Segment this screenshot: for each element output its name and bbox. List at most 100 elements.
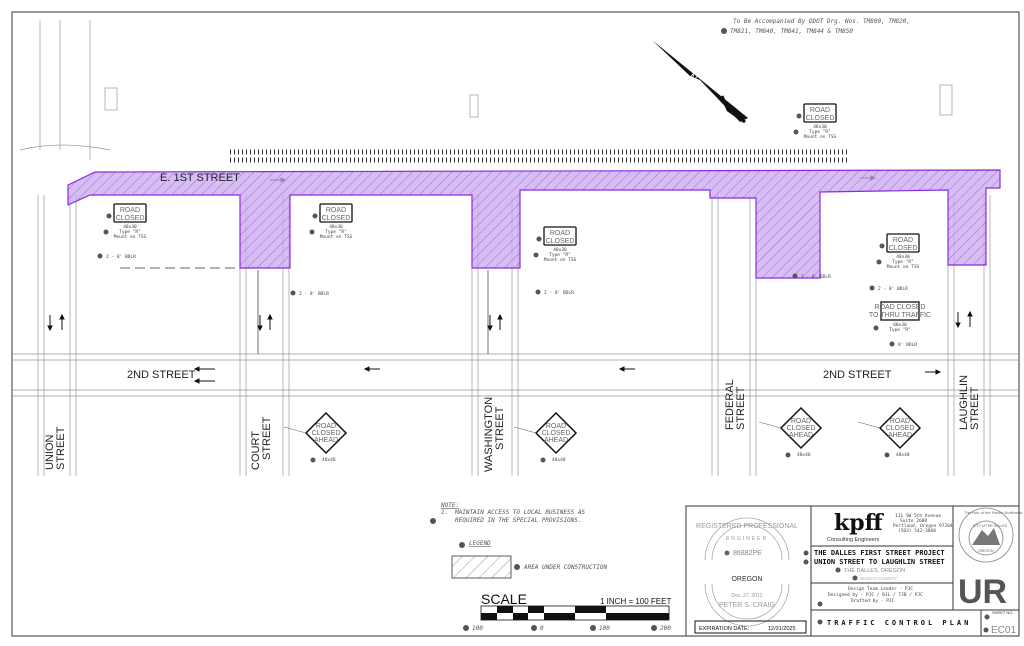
svg-text:OREGON: OREGON [731, 576, 762, 583]
sign-text: ROAD [316, 423, 336, 430]
sign-text: ROAD [810, 107, 830, 114]
sign-text: CLOSED [542, 430, 571, 437]
svg-text:COURT: COURT [250, 431, 262, 470]
sign-text: CLOSED [889, 245, 918, 252]
sign-text: Type "R" [892, 259, 914, 265]
sign-text: Type "R" [809, 129, 831, 135]
barricade-label: 2 - 8' BDLR [869, 285, 908, 292]
svg-text:0: 0 [540, 625, 544, 632]
svg-text:ENGINEER: ENGINEER [726, 536, 768, 542]
svg-text:100: 100 [472, 625, 483, 632]
barricade-label: 2 - 8' BDLR [535, 289, 574, 296]
svg-text:100: 100 [599, 625, 610, 632]
sign-text: 60x30 [893, 322, 907, 328]
svg-text:SCALE: SCALE [481, 591, 527, 607]
project-limits: UNION STREET TO LAUGHLIN STREET [814, 558, 945, 566]
sign-text: CLOSED [886, 425, 915, 432]
ur-logo: UR [958, 573, 1007, 611]
drawing-notes: NOTE: 1. MAINTAIN ACCESS TO LOCAL BUSINE… [430, 502, 585, 524]
svg-text:Portland, Oregon 97204: Portland, Oregon 97204 [893, 523, 953, 529]
sign-text: Type "R" [119, 229, 141, 235]
svg-text:To Be Accompanied By ODOT Drg.: To Be Accompanied By ODOT Drg. Nos. TM80… [733, 18, 910, 25]
street-label-union: UNION STREET [44, 426, 67, 470]
callout-bubble [793, 129, 799, 135]
svg-text:kpff: kpff [834, 510, 885, 536]
sign-text: 48x48 [797, 452, 811, 458]
sign-text: 48x30 [123, 224, 137, 230]
svg-text:1 INCH = 100 FEET: 1 INCH = 100 FEET [600, 597, 671, 606]
sign-text: ROAD [890, 418, 910, 425]
svg-text:Consulting Engineers: Consulting Engineers [827, 537, 880, 543]
svg-text:THE DALLES, OREGON: THE DALLES, OREGON [844, 568, 905, 574]
sign-text: 48x30 [329, 224, 343, 230]
svg-text:Design Team Leader - PJC: Design Team Leader - PJC [848, 586, 913, 592]
street-label-laughlin: LAUGHLIN STREET [958, 375, 981, 430]
street-label-washington: WASHINGTON STREET [483, 397, 506, 472]
sign-text: CLOSED [546, 238, 575, 245]
construction-hatch [68, 170, 1000, 278]
sign-text: 48x48 [896, 452, 910, 458]
svg-text:OREGON: OREGON [978, 549, 994, 553]
svg-text:Dec. 27, 2012: Dec. 27, 2012 [731, 593, 762, 599]
sign-text: 2 - 8' BDLR [106, 254, 136, 260]
svg-text:STREET: STREET [261, 416, 273, 460]
sign-text: CLOSED [312, 430, 341, 437]
callout-bubble [106, 213, 112, 219]
callout-bubble [879, 243, 885, 249]
street-label-2nd-east: 2ND STREET [823, 369, 892, 381]
city-seal: The Hub of the Pacific Northwest CITY of… [958, 507, 1023, 563]
sign-text: 8' BDLR [898, 342, 917, 348]
north-arrow-icon: N [652, 40, 748, 124]
street-label-court: COURT STREET [250, 416, 273, 470]
sign-text: ROAD [791, 418, 811, 425]
sign-text: CLOSED [322, 215, 351, 222]
sign-text: Mount on TSS [804, 134, 837, 140]
sign-text: 2 - 8' BDLR [878, 286, 908, 292]
scale-bar: SCALE 1 INCH = 100 FEET 100 0 100 200 [463, 591, 671, 632]
svg-text:(503) 542-3860: (503) 542-3860 [898, 528, 936, 534]
sign-text: AHEAD [888, 432, 912, 439]
sign-text: 48x48 [552, 457, 566, 463]
sign-text: TO THRU TRAFFIC [869, 312, 931, 319]
sheet-border [11, 11, 1020, 637]
sheet-title: TRAFFIC CONTROL PLAN [827, 619, 971, 627]
svg-text:STREET: STREET [55, 426, 67, 470]
svg-text:86882PE: 86882PE [733, 550, 762, 557]
callout-bubble [312, 213, 318, 219]
svg-text:WASCO COUNTY: WASCO COUNTY [860, 576, 897, 581]
sign-text: Type "R" [549, 252, 571, 258]
sign-text: 2 - 8' BDLR [299, 291, 329, 297]
barricade-label: 2 - 8' BDLR [97, 253, 136, 260]
sign-text: Mount on TSS [320, 234, 353, 240]
barricade-label: 2 - 8' BDLR [290, 290, 329, 297]
svg-text:EXPIRATION DATE:: EXPIRATION DATE: [699, 626, 750, 632]
sign-text: 48x30 [813, 124, 827, 130]
legend-hatch-swatch [451, 555, 512, 579]
svg-text:1.: 1. [441, 509, 448, 516]
callout-bubble [309, 229, 315, 235]
sign-text: ROAD [546, 423, 566, 430]
sign-text: CLOSED [116, 215, 145, 222]
sign-text: Mount on TSS [544, 257, 577, 263]
street-label-federal: FEDERAL STREET [724, 379, 747, 430]
sign-text: ROAD [550, 230, 570, 237]
street-label-2nd-west: 2ND STREET [127, 369, 196, 381]
sign-text: AHEAD [544, 437, 568, 444]
svg-text:111 SW 5th Avenue: 111 SW 5th Avenue [895, 513, 941, 519]
svg-text:WASHINGTON: WASHINGTON [483, 397, 495, 472]
callout-bubble [796, 113, 802, 119]
sign-text: ROAD [893, 237, 913, 244]
sign-text: Type "R" [889, 327, 911, 333]
kpff-logo: kpff Consulting Engineers 111 SW 5th Ave… [827, 510, 953, 543]
sign-text: ROAD [120, 207, 140, 214]
sign-text: ROAD [326, 207, 346, 214]
svg-text:STREET: STREET [735, 386, 747, 430]
